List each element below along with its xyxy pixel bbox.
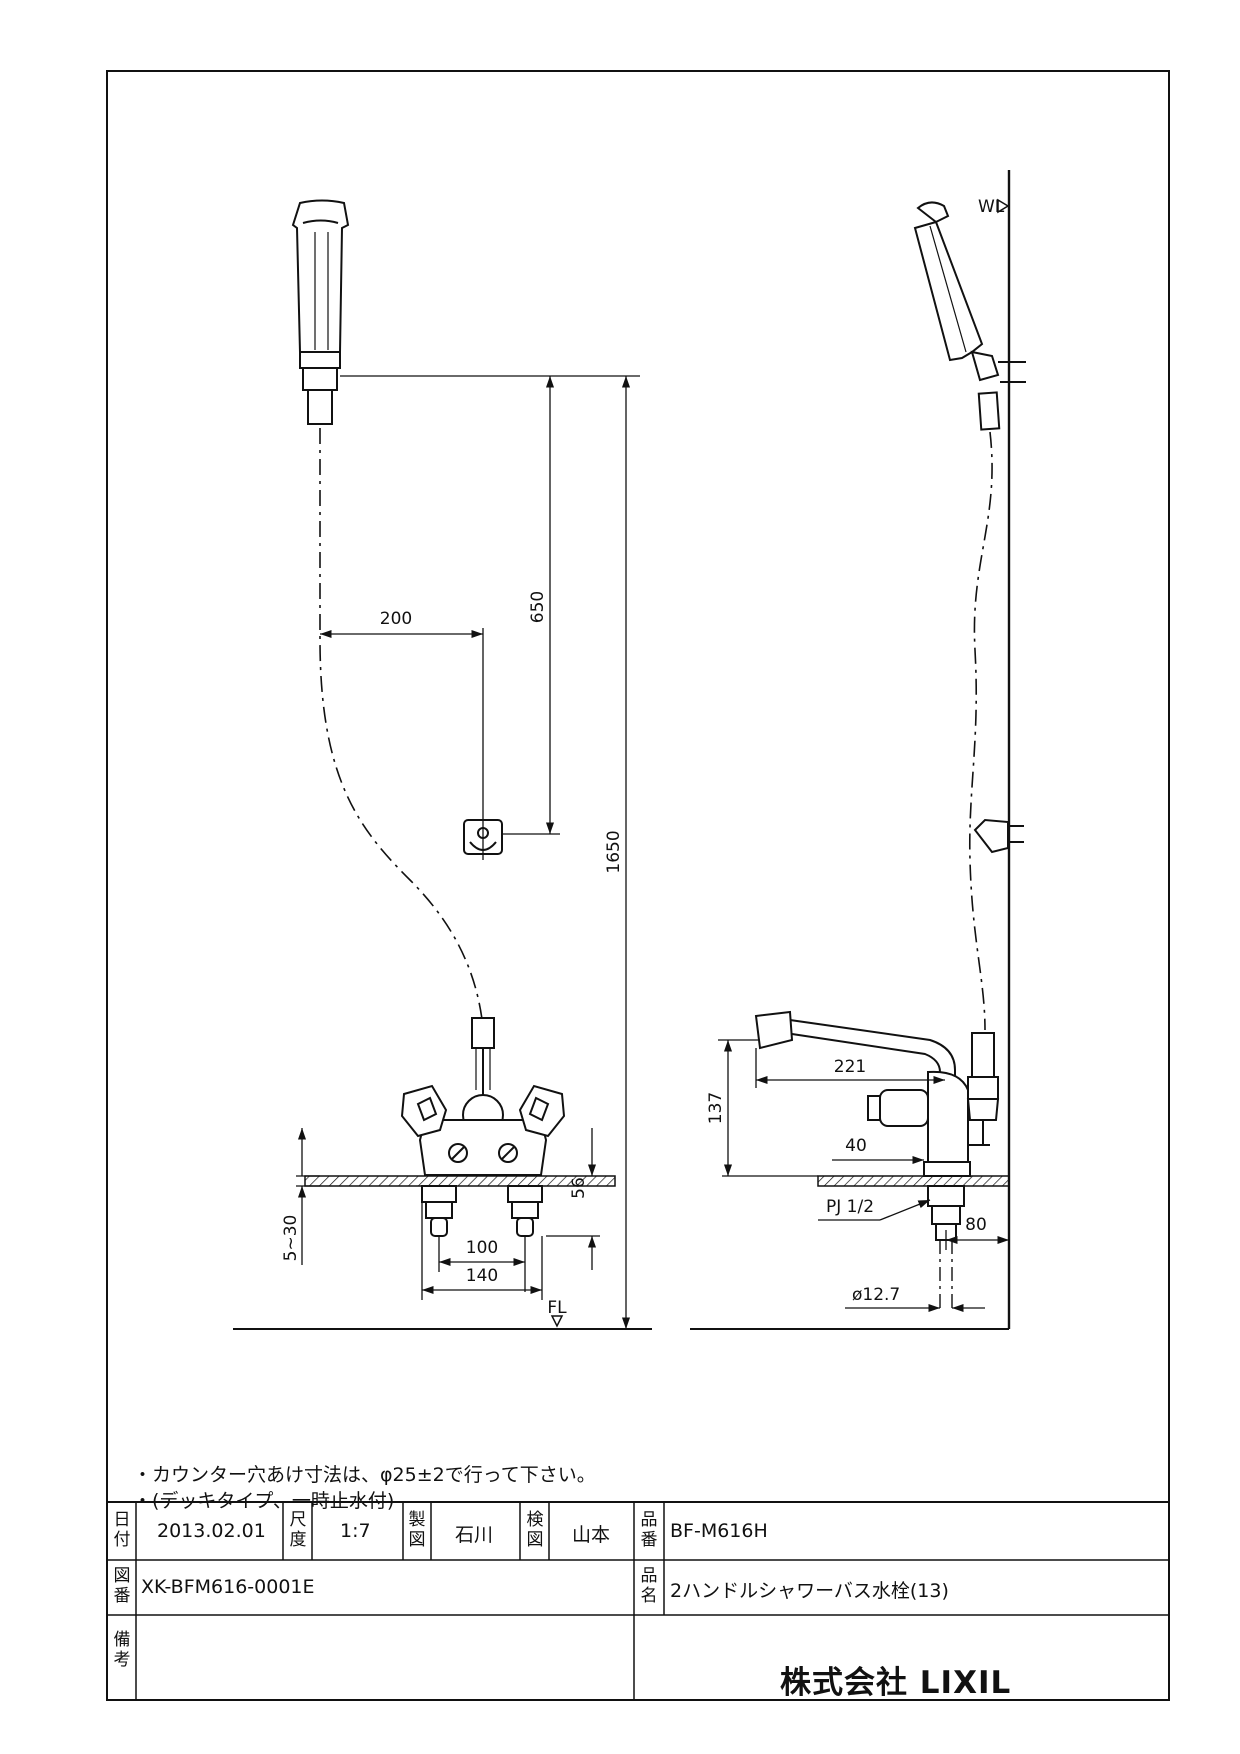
remarks-label: 備考 xyxy=(113,1630,131,1670)
drawn-label: 製図 xyxy=(408,1510,426,1550)
water-level-marker: WL xyxy=(978,197,1005,217)
front-view xyxy=(233,199,652,1330)
date-label: 日付 xyxy=(113,1510,131,1550)
dim-counter-thickness: 5~30 xyxy=(281,1215,301,1262)
drawn-by-value: 石川 xyxy=(455,1524,494,1546)
shower-hose-side xyxy=(968,431,993,1031)
product-name-label: 品名 xyxy=(640,1566,658,1606)
dim-body-offset: 40 xyxy=(845,1136,867,1156)
dim-inlet-pitch: 100 xyxy=(466,1238,498,1258)
dim-spout-projection: 221 xyxy=(834,1057,866,1077)
shower-head-side xyxy=(913,201,1026,431)
shower-head-front xyxy=(291,199,350,425)
company-name: 株式会社 LIXIL xyxy=(780,1665,1012,1701)
mixer-body-side xyxy=(754,1010,1000,1312)
product-no-label: 品番 xyxy=(640,1510,658,1550)
dim-overall-width: 140 xyxy=(466,1266,498,1286)
mixer-body-front xyxy=(400,1017,566,1176)
dim-pipe-thread: PJ 1/2 xyxy=(826,1197,874,1217)
dim-wall-offset: 80 xyxy=(965,1215,987,1235)
scale-value: 1:7 xyxy=(340,1520,371,1542)
wall-holder-side xyxy=(973,818,1024,854)
checked-label: 検図 xyxy=(526,1510,544,1550)
counter-side xyxy=(817,1175,1010,1187)
product-name-value: 2ハンドルシャワーバス水栓(13) xyxy=(670,1580,949,1602)
note-counter-hole: ・カウンター穴あけ寸法は、φ25±2で行って下さい。 xyxy=(133,1464,596,1486)
shower-hose-front xyxy=(319,428,485,1041)
side-view xyxy=(690,170,1026,1330)
dim-below-counter: 56 xyxy=(569,1177,589,1199)
date-value: 2013.02.01 xyxy=(157,1520,266,1542)
drawing-border xyxy=(106,70,1170,1701)
checked-by-value: 山本 xyxy=(572,1524,611,1546)
floor-level-marker: FL xyxy=(547,1298,567,1318)
dim-head-to-holder: 650 xyxy=(528,591,548,623)
product-no-value: BF-M616H xyxy=(670,1520,768,1542)
scale-label: 尺度 xyxy=(289,1510,307,1550)
drawing-no-label: 図番 xyxy=(113,1566,131,1606)
dim-pipe-diameter: ø12.7 xyxy=(852,1285,900,1305)
title-block-grid xyxy=(107,1501,1169,1700)
counter-front xyxy=(304,1175,616,1187)
dim-total-height: 1650 xyxy=(604,830,624,873)
note-deck-type: ・(デッキタイプ、一時止水付) xyxy=(133,1490,395,1512)
dim-spout-height: 137 xyxy=(706,1092,726,1124)
inlet-connectors-front xyxy=(421,1185,543,1237)
drawing-no-value: XK-BFM616-0001E xyxy=(141,1576,315,1598)
dim-hose-offset: 200 xyxy=(380,609,412,629)
